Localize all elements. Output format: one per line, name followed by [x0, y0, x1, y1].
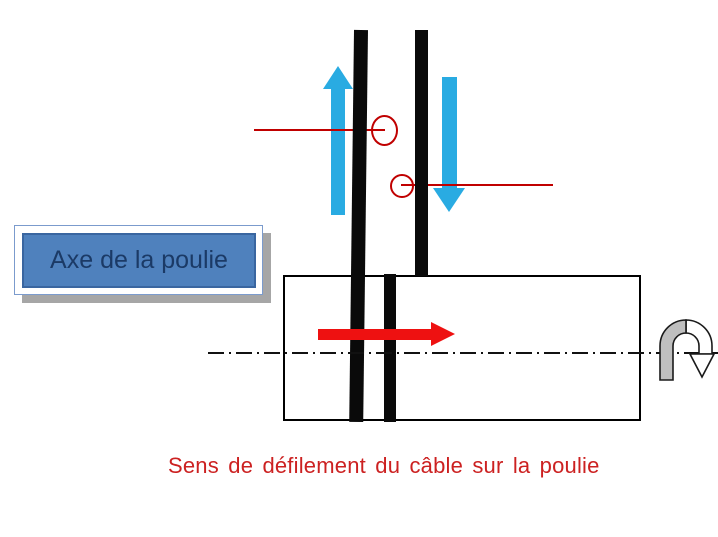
- cable-marker-circle-right: [390, 174, 414, 198]
- cable-up-arrow-icon: [323, 66, 353, 89]
- cable-strand-inside-pulley: [384, 274, 396, 422]
- callout-line-right: [401, 184, 553, 186]
- feed-direction-arrow-shaft: [318, 329, 432, 340]
- cable-down-arrow-shaft: [442, 77, 457, 189]
- axis-label-frame: Axe de la poulie: [14, 225, 263, 295]
- cable-strand-right: [415, 30, 428, 276]
- cable-down-arrow-icon: [433, 188, 465, 212]
- axis-label: Axe de la poulie: [22, 233, 256, 288]
- cable-marker-circle-left: [371, 115, 398, 146]
- pulley-body-rectangle: [283, 275, 641, 421]
- callout-line-left: [254, 129, 385, 131]
- rotation-arrow-icon: [659, 319, 716, 381]
- feed-direction-arrow-icon: [431, 322, 455, 346]
- cable-up-arrow-shaft: [331, 88, 345, 215]
- caption-text: Sens de défilement du câble sur la pouli…: [168, 453, 600, 478]
